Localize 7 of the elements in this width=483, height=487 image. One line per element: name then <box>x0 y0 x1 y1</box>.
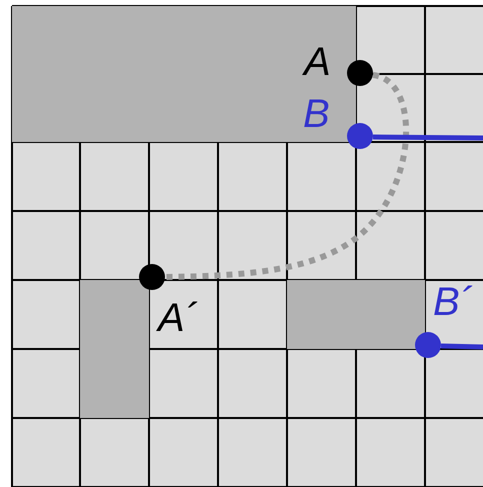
point-label: A <box>304 42 331 82</box>
dotted-path <box>164 72 409 280</box>
point-label: A´ <box>158 298 198 338</box>
point-label: B <box>303 94 330 134</box>
point-label: B´ <box>433 282 473 322</box>
line <box>372 134 483 140</box>
line <box>440 344 483 350</box>
